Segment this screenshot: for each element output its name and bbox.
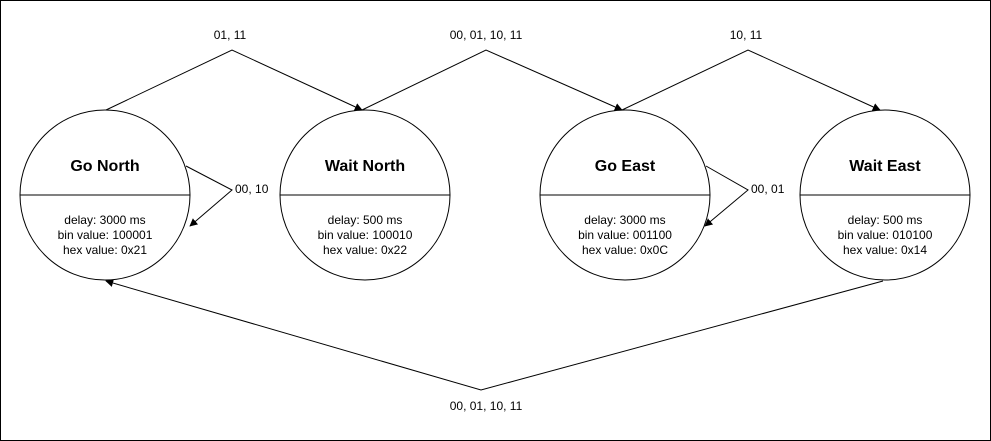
edge-label: 00, 01, 10, 11 — [450, 28, 523, 42]
state-go-east[interactable]: Go East delay: 3000 ms bin value: 001100… — [539, 109, 711, 281]
state-delay: delay: 3000 ms — [584, 213, 665, 227]
state-hex: hex value: 0x22 — [323, 243, 407, 257]
state-name: Wait North — [325, 158, 405, 175]
edge-go-north-self-loop — [185, 165, 233, 227]
state-hex: hex value: 0x0C — [582, 243, 668, 257]
state-name: Wait East — [849, 158, 921, 175]
state-name: Go North — [70, 158, 139, 175]
state-hex: hex value: 0x21 — [63, 243, 147, 257]
state-delay: delay: 500 ms — [328, 213, 403, 227]
edge-label: 00, 01, 10, 11 — [450, 399, 523, 413]
edge-go-north-to-wait-north — [105, 49, 363, 111]
state-go-north[interactable]: Go North delay: 3000 ms bin value: 10000… — [19, 109, 191, 281]
state-delay: delay: 3000 ms — [64, 213, 145, 227]
edge-wait-north-to-go-east — [361, 49, 623, 111]
state-bin: bin value: 100010 — [318, 228, 413, 242]
edge-go-east-to-wait-east — [621, 49, 881, 111]
edge-label: 01, 11 — [214, 28, 247, 42]
state-delay: delay: 500 ms — [848, 213, 923, 227]
state-bin: bin value: 100001 — [58, 228, 153, 242]
edge-go-east-self-loop — [704, 165, 749, 227]
state-hex: hex value: 0x14 — [843, 243, 927, 257]
state-name: Go East — [595, 158, 656, 175]
state-bin: bin value: 001100 — [578, 228, 672, 242]
edge-label: 00, 10 — [235, 182, 269, 196]
state-wait-north[interactable]: Wait North delay: 500 ms bin value: 1000… — [279, 109, 451, 281]
state-wait-east[interactable]: Wait East delay: 500 ms bin value: 01010… — [799, 109, 971, 281]
edge-label: 10, 11 — [730, 28, 763, 42]
edge-wait-east-to-go-north — [105, 279, 884, 391]
edge-label: 00, 01 — [751, 182, 785, 196]
state-bin: bin value: 010100 — [838, 228, 933, 242]
